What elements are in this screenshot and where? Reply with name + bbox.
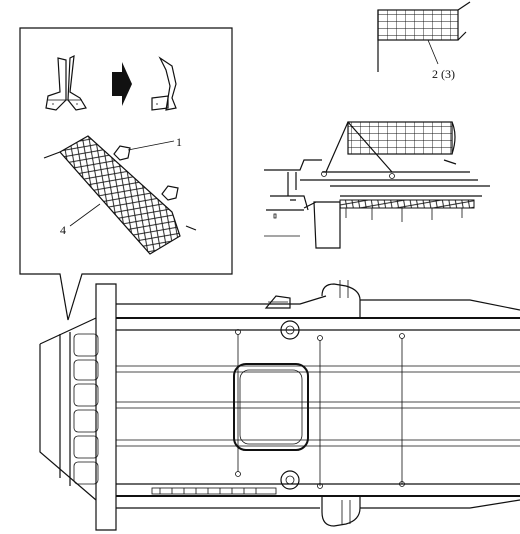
leader-line-4	[69, 203, 101, 227]
direction-arrow-icon	[112, 62, 132, 106]
mesh-grating-illustration	[43, 135, 197, 255]
detail-inset: 1 4	[19, 27, 233, 321]
side-view-assembly	[264, 121, 490, 249]
clip-after-illustration	[151, 56, 177, 111]
main-frame-plan	[39, 280, 520, 531]
leader-line-1	[127, 140, 175, 151]
leader-line-2-3	[427, 39, 439, 65]
clip-before-illustration	[45, 54, 87, 111]
inset-frame	[19, 27, 233, 321]
front-bumper	[95, 283, 117, 531]
callout-1: 1	[176, 135, 182, 149]
grating-detail	[377, 1, 471, 72]
callout-2-3: 2 (3)	[432, 67, 455, 81]
callout-4: 4	[60, 223, 66, 237]
front-slots	[73, 333, 99, 485]
